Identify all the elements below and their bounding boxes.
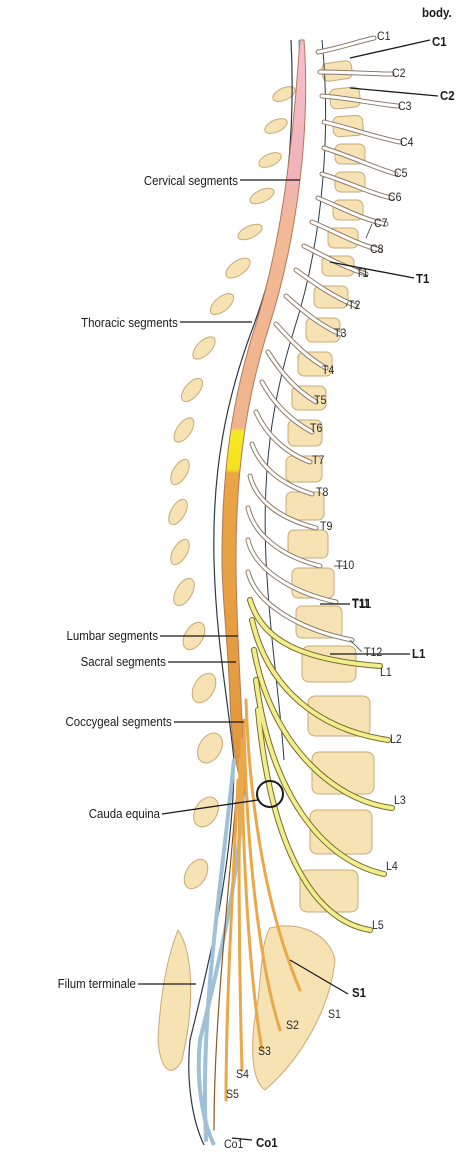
nerve-label-l3: L3 [394, 794, 406, 806]
label-thoracic-segments: Thoracic segments [81, 316, 178, 329]
nerve-label-c6: C6 [388, 191, 402, 203]
sacrum [253, 926, 335, 1090]
vertebra-label-t11: T11 [352, 597, 371, 610]
nerve-label-s4: S4 [236, 1068, 249, 1080]
nerve-label-t10: T10 [336, 559, 354, 571]
vertebra-t9 [288, 530, 328, 558]
label-cervical-segments: Cervical segments [144, 174, 238, 187]
nerve-label-s1: S1 [328, 1008, 341, 1020]
label-filum-terminale: Filum terminale [58, 977, 136, 990]
nerve-label-t9: T9 [320, 520, 332, 532]
nerve-label-t3: T3 [334, 327, 346, 339]
nerve-label-s5: S5 [226, 1088, 239, 1100]
nerve-label-t4: T4 [322, 364, 334, 376]
nerve-label-s3: S3 [258, 1045, 271, 1057]
vertebra-label-c2: C2 [440, 89, 455, 102]
vertebra-label-co1: Co1 [256, 1136, 278, 1149]
nerve-label-t8: T8 [316, 486, 328, 498]
nerve-label-l4: L4 [386, 860, 398, 872]
label-cauda-equina: Cauda equina [89, 807, 160, 820]
nerve-label-co1: Co1 [224, 1138, 243, 1150]
nerve-label-l5: L5 [372, 919, 384, 931]
nerve-label-l1: L1 [380, 666, 392, 678]
nerve-label-s2: S2 [286, 1019, 299, 1031]
nerve-label-c1: C1 [377, 30, 391, 42]
label-coccygeal-segments: Coccygeal segments [66, 715, 172, 728]
vertebra-label-c1: C1 [432, 35, 447, 48]
nerve-label-t2: T2 [348, 299, 360, 311]
nerve-label-c4: C4 [400, 136, 414, 148]
nerve-label-t1: T1 [356, 267, 368, 279]
nerve-label-c2: C2 [392, 67, 406, 79]
nerve-label-t6: T6 [310, 422, 322, 434]
vertebra-label-l1: L1 [412, 647, 425, 660]
nerve-label-c8: C8 [370, 243, 384, 255]
vertebra-label-s1: S1 [352, 986, 366, 999]
nerve-label-t7: T7 [312, 454, 324, 466]
nerve-label-l2: L2 [390, 733, 402, 745]
vertebra-t2 [314, 286, 348, 308]
vertebra-label-t1: T1 [416, 272, 429, 285]
label-lumbar-segments: Lumbar segments [66, 629, 158, 642]
nerve-label-t5: T5 [314, 394, 326, 406]
nerve-label-c3: C3 [398, 100, 412, 112]
nerve-label-c5: C5 [394, 167, 408, 179]
nerve-label-c7: C7 [374, 217, 388, 229]
caption-fragment: body. [422, 6, 452, 19]
label-sacral-segments: Sacral segments [81, 655, 166, 668]
nerve-label-t12: T12 [364, 646, 382, 658]
